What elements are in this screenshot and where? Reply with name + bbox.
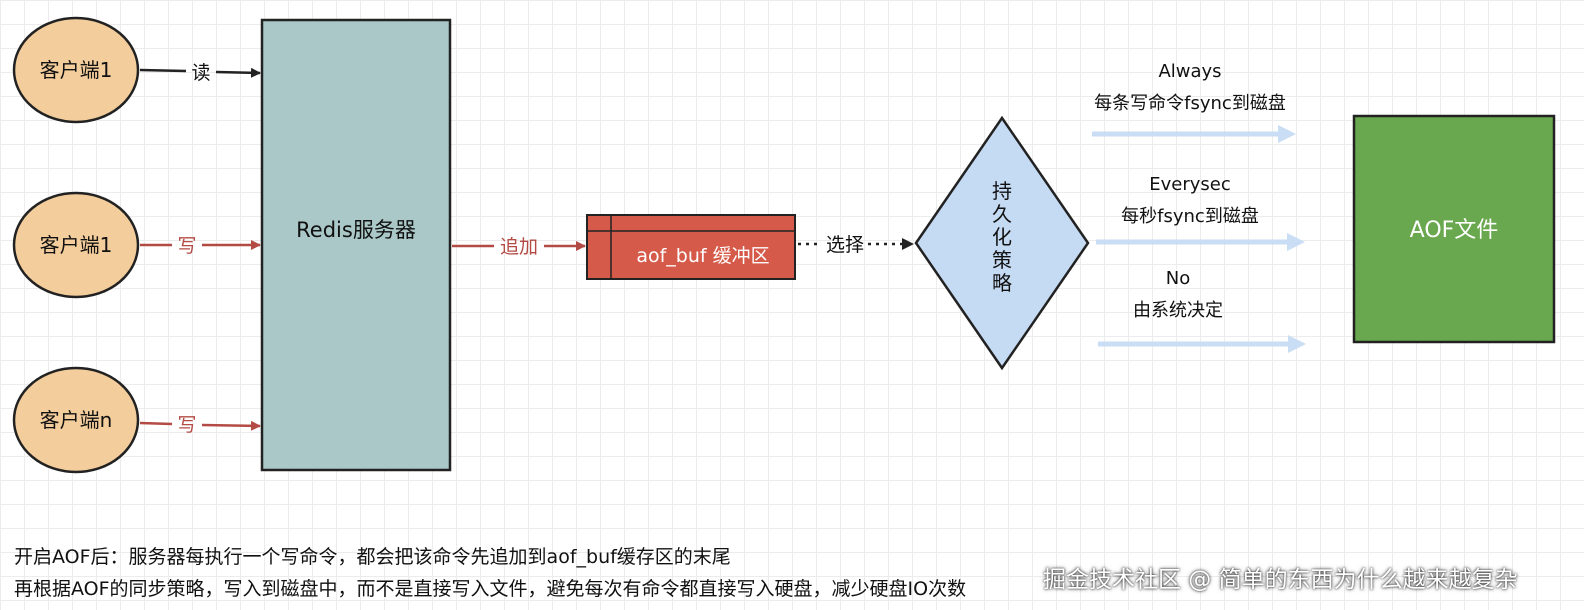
client-node-2: 客户端1 (12, 191, 140, 299)
aof-file-label: AOF文件 (1410, 218, 1499, 243)
policy-name-always: Always (1158, 61, 1221, 82)
client-label-2: 客户端1 (40, 233, 113, 257)
read-label: 读 (191, 62, 210, 84)
strategy-label: 持久化策略 (992, 179, 1012, 295)
server-label: Redis服务器 (296, 218, 416, 242)
client-node-3: 客户端n (12, 366, 140, 474)
persistence-strategy-diamond: 持久化策略 (914, 115, 1090, 371)
watermark: 掘金技术社区 @ 简单的东西为什么越来越复杂 (1043, 567, 1518, 593)
append-label: 追加 (500, 236, 538, 258)
redis-server-box: Redis服务器 (260, 18, 452, 472)
client-label-3: 客户端n (40, 408, 113, 432)
read-arrow: 读 (139, 62, 261, 84)
buffer-label: aof_buf 缓冲区 (636, 245, 769, 267)
select-label: 选择 (826, 234, 864, 256)
policy-name-no: No (1166, 268, 1190, 289)
client-node-1: 客户端1 (12, 16, 140, 124)
policy-always: Always 每条写命令fsync到磁盘 (1092, 61, 1296, 143)
policy-everysec: Everysec 每秒fsync到磁盘 (1096, 174, 1305, 251)
caption-line-2: 再根据AOF的同步策略，写入到磁盘中，而不是直接写入文件，避免每次有命令都直接写… (14, 578, 967, 600)
write-label-1: 写 (177, 235, 196, 257)
client-label-1: 客户端1 (40, 58, 113, 82)
policy-name-everysec: Everysec (1149, 174, 1231, 195)
write-arrow-2: 写 (139, 414, 261, 436)
aof-file-box: AOF文件 (1352, 114, 1556, 344)
append-arrow: 追加 (452, 236, 586, 258)
policy-no: No 由系统决定 (1098, 268, 1306, 353)
policy-desc-everysec: 每秒fsync到磁盘 (1121, 206, 1259, 227)
policy-desc-no: 由系统决定 (1133, 300, 1223, 321)
policy-desc-always: 每条写命令fsync到磁盘 (1094, 93, 1286, 114)
write-label-2: 写 (177, 414, 196, 436)
write-arrow-1: 写 (140, 235, 261, 257)
select-arrow: 选择 (798, 234, 914, 256)
aof-buf-buffer: aof_buf 缓冲区 (586, 214, 796, 280)
caption-line-1: 开启AOF后：服务器每执行一个写命令，都会把该命令先追加到aof_buf缓存区的… (14, 546, 731, 568)
